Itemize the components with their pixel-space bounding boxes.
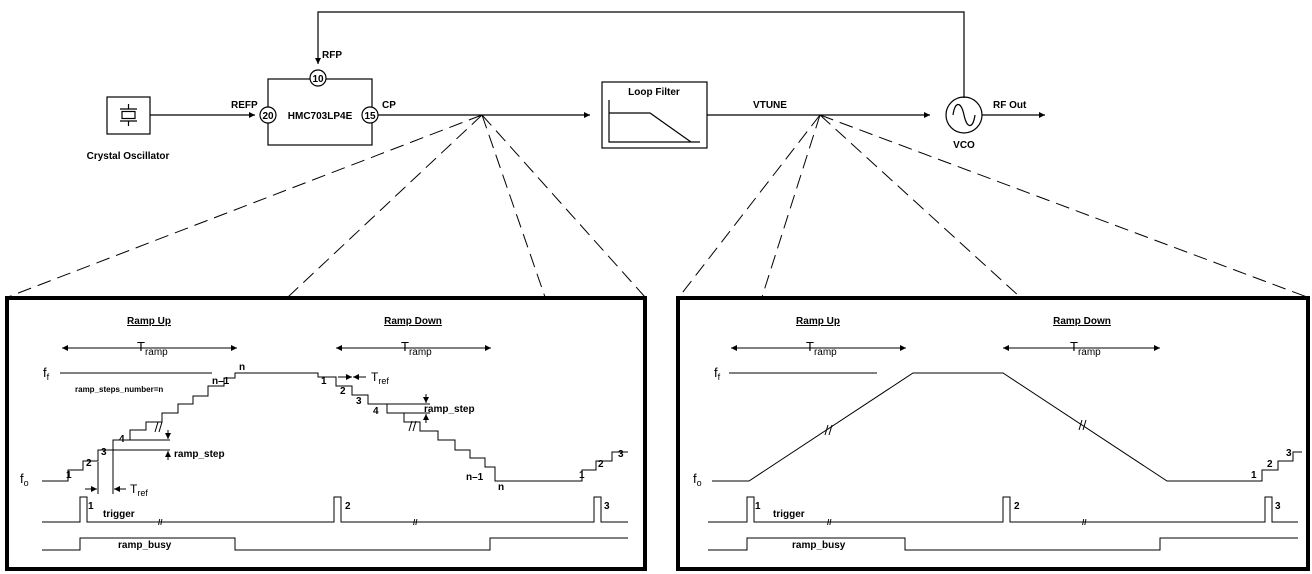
rf-out-label: RF Out <box>993 100 1027 111</box>
tail-step-number: 3 <box>1286 448 1292 459</box>
trigger-number: 2 <box>345 501 351 512</box>
pin-refp-number: 20 <box>262 111 274 122</box>
ramp-busy-waveform <box>42 537 628 551</box>
ramp-step-down-label: ramp_step <box>424 404 475 415</box>
trigger-break-mark: // <box>158 518 163 527</box>
step-down-number: 4 <box>373 406 379 417</box>
step-down-number: 1 <box>321 376 327 387</box>
crystal-oscillator-box <box>106 96 151 135</box>
right-f-start-label: fo <box>693 471 702 488</box>
step-down-number: 2 <box>340 386 346 397</box>
step-up-number: 3 <box>101 447 107 458</box>
vtune-ramp-waveform <box>712 372 1302 482</box>
feedback-wire <box>315 11 965 98</box>
trigger-number: 3 <box>1275 501 1281 512</box>
trigger-label: trigger <box>773 509 805 520</box>
pin-rfp-label: RFP <box>322 50 342 61</box>
trigger-number: 2 <box>1014 501 1020 512</box>
left-tramp-up-label: Tramp <box>137 339 168 358</box>
block-labels: Crystal Oscillator REFP 20 RFP 10 15 CP … <box>87 50 1027 162</box>
step-down-number: n–1 <box>466 472 484 483</box>
trigger-break-mark: // <box>827 518 832 527</box>
ramp-busy-label: ramp_busy <box>792 540 846 551</box>
left-tref-down-label: Tref <box>371 370 389 386</box>
loop-filter-label: Loop Filter <box>628 87 680 98</box>
right-panel-frame <box>676 296 1310 571</box>
step-up-number: n <box>239 362 245 373</box>
trigger-number: 1 <box>88 501 94 512</box>
right-f-final-label: ff <box>714 365 721 382</box>
left-tramp-down-label: Tramp <box>401 339 432 358</box>
vco-label: VCO <box>953 140 975 151</box>
left-ramp-up-title: Ramp Up <box>127 316 171 327</box>
ramp-busy-waveform <box>708 537 1298 551</box>
pin-cp-number: 15 <box>364 111 376 122</box>
tail-step-number: 1 <box>579 470 585 481</box>
crystal-icon <box>120 104 137 126</box>
tail-step-number: 1 <box>1251 470 1257 481</box>
pin-refp-circle <box>259 106 277 124</box>
trigger-number: 3 <box>604 501 610 512</box>
trigger-waveform <box>708 496 1298 523</box>
left-f-start-label: fo <box>20 471 29 488</box>
right-tramp-down-label: Tramp <box>1070 339 1101 358</box>
right-timing-panel: Ramp Up Ramp Down Tramp Tramp ff fo 1 2 … <box>676 296 1310 571</box>
step-up-number: 4 <box>119 434 125 445</box>
right-tramp-up-label: Tramp <box>806 339 837 358</box>
step-up-number: 2 <box>86 458 92 469</box>
loop-filter-response-icon <box>608 100 700 143</box>
step-up-number: n–1 <box>212 376 230 387</box>
tail-step-number: 3 <box>618 449 624 460</box>
pin-cp-label: CP <box>382 100 396 111</box>
tail-step-number: 2 <box>598 459 604 470</box>
trigger-number: 1 <box>755 501 761 512</box>
left-timing-panel: Ramp Up Ramp Down Tramp Tramp ff fo Tref… <box>5 296 647 571</box>
trigger-waveform <box>42 496 628 523</box>
left-f-final-label: ff <box>43 365 50 382</box>
step-down-number: 3 <box>356 396 362 407</box>
sine-icon <box>952 103 976 127</box>
trigger-break-mark: // <box>413 518 418 527</box>
trigger-break-mark: // <box>1082 518 1087 527</box>
step-down-number: n <box>498 482 504 493</box>
block-diagram <box>106 11 1045 149</box>
pin-refp-label: REFP <box>231 100 258 111</box>
step-up-number: 1 <box>66 470 72 481</box>
pin-rfp-circle <box>309 69 327 87</box>
ramp-steps-number-label: ramp_steps_number=n <box>75 385 163 394</box>
tail-step-number: 2 <box>1267 459 1273 470</box>
left-tref-up-label: Tref <box>130 482 148 498</box>
left-ramp-down-title: Ramp Down <box>384 316 442 327</box>
ramp-busy-label: ramp_busy <box>118 540 172 551</box>
right-ramp-up-title: Ramp Up <box>796 316 840 327</box>
pll-chip-label: HMC703LP4E <box>288 111 353 122</box>
left-panel-frame <box>5 296 647 571</box>
crystal-oscillator-label: Crystal Oscillator <box>87 151 170 162</box>
zoom-callout-lines <box>7 114 1308 298</box>
pin-rfp-number: 10 <box>312 74 324 85</box>
trigger-label: trigger <box>103 509 135 520</box>
staircase-waveform <box>42 372 628 482</box>
ramp-step-up-label: ramp_step <box>174 449 225 460</box>
vtune-label: VTUNE <box>753 100 787 111</box>
right-ramp-down-title: Ramp Down <box>1053 316 1111 327</box>
